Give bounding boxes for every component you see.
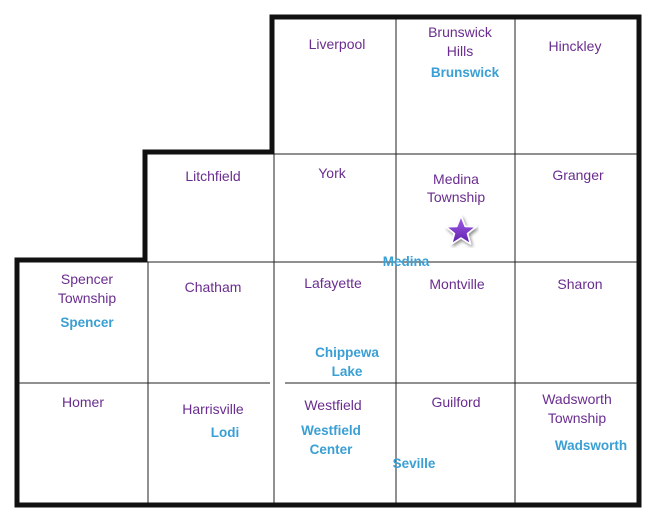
municipality-label-spencer: Spencer [60, 315, 114, 330]
township-label-brunswick-hills-line1: Brunswick [428, 24, 492, 40]
municipality-label-brunswick: Brunswick [430, 65, 500, 80]
township-label-wadsworth-township-line1: Wadsworth [542, 391, 612, 407]
township-label-medina-township-line2: Township [426, 189, 486, 205]
township-label-brunswick-hills-line2: Hills [446, 43, 474, 59]
township-label-harrisville: Harrisville [182, 401, 244, 417]
township-label-york: York [318, 165, 346, 181]
township-label-medina-township-line1: Medina [433, 171, 479, 187]
township-label-sharon: Sharon [557, 276, 603, 292]
township-label-hinckley: Hinckley [548, 38, 602, 54]
municipality-label-chippewa-lake-line2: Lake [331, 364, 363, 379]
township-label-chatham: Chatham [184, 279, 242, 295]
municipality-label-westfield-center-line1: Westfield [301, 423, 361, 438]
municipality-label-chippewa-lake-line1: Chippewa [315, 345, 379, 360]
township-label-wadsworth-township-line2: Township [547, 410, 607, 426]
municipality-label-wadsworth: Wadsworth [554, 438, 628, 453]
township-label-granger: Granger [552, 167, 604, 183]
county-border [14, 14, 642, 508]
township-label-spencer-township-line1: Spencer [60, 271, 114, 287]
township-label-liverpool: Liverpool [308, 36, 366, 52]
municipality-label-westfield-center-line2: Center [309, 442, 353, 457]
municipality-label-lodi: Lodi [210, 425, 240, 440]
township-label-spencer-township-line2: Township [57, 290, 117, 306]
township-label-westfield: Westfield [304, 397, 362, 413]
municipality-label-seville: Seville [392, 456, 436, 471]
township-label-montville: Montville [429, 276, 485, 292]
township-label-homer: Homer [61, 394, 104, 410]
township-label-guilford: Guilford [431, 394, 481, 410]
municipality-label-medina: Medina [382, 254, 430, 269]
township-label-lafayette: Lafayette [304, 275, 362, 291]
star-icon [445, 215, 477, 245]
township-label-litchfield: Litchfield [185, 168, 241, 184]
